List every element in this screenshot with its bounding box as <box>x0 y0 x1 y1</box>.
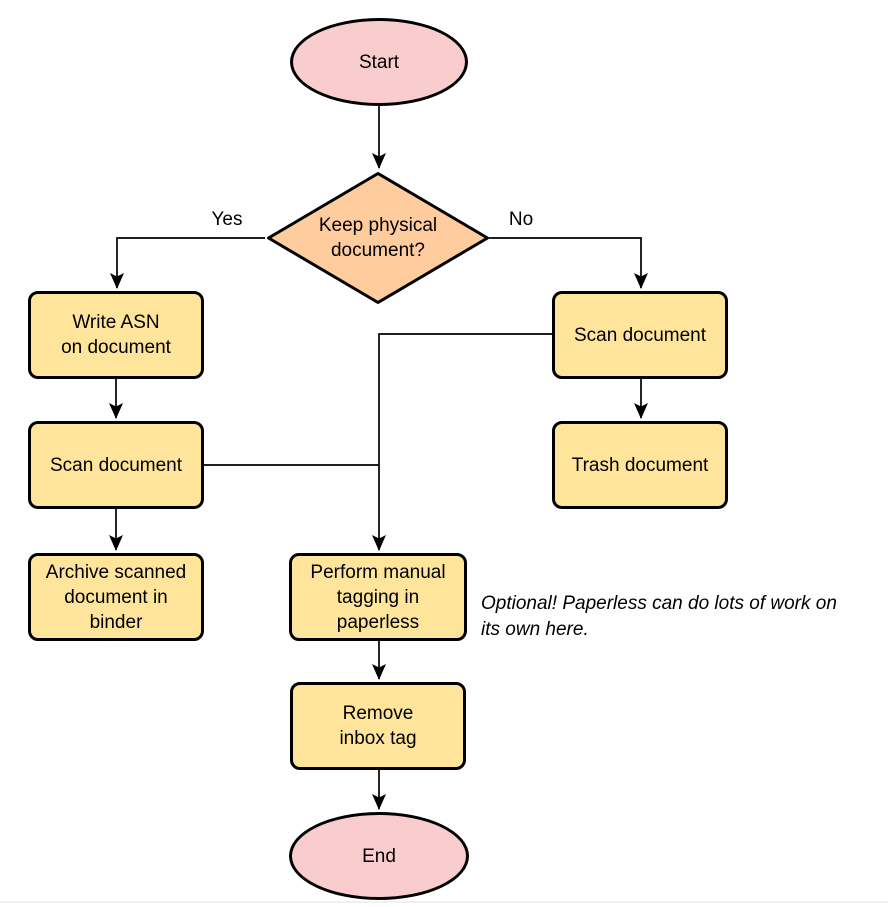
edge-scan-right-perform <box>372 333 553 551</box>
archive-document-process-node: Archive scanned document in binder <box>28 553 204 641</box>
decision-node-label: Keep physical document? <box>318 215 438 261</box>
diamond-shape <box>267 172 489 304</box>
edge-label-yes: Yes <box>211 209 243 230</box>
edge-decision-no-scan-right <box>489 237 648 289</box>
scan-document-left-process-node: Scan document <box>28 421 204 509</box>
trash-document-process-node: Trash document <box>552 421 728 509</box>
write-asn-process-node: Write ASN on document <box>28 291 204 379</box>
start-terminal-node: Start <box>290 18 468 106</box>
page-bottom-divider <box>0 901 888 903</box>
manual-tagging-process-node: Perform manual tagging in paperless <box>289 553 467 641</box>
remove-inbox-tag-process-node: Remove inbox tag <box>290 682 466 770</box>
optional-annotation-text: Optional! Paperless can do lots of work … <box>481 593 837 640</box>
edge-decision-yes-write-asn <box>110 237 265 289</box>
end-terminal-node: End <box>289 812 469 900</box>
decision-node: Keep physical document? <box>266 171 490 305</box>
scan-document-right-process-node: Scan document <box>552 291 728 379</box>
edge-label-no: No <box>508 209 534 230</box>
